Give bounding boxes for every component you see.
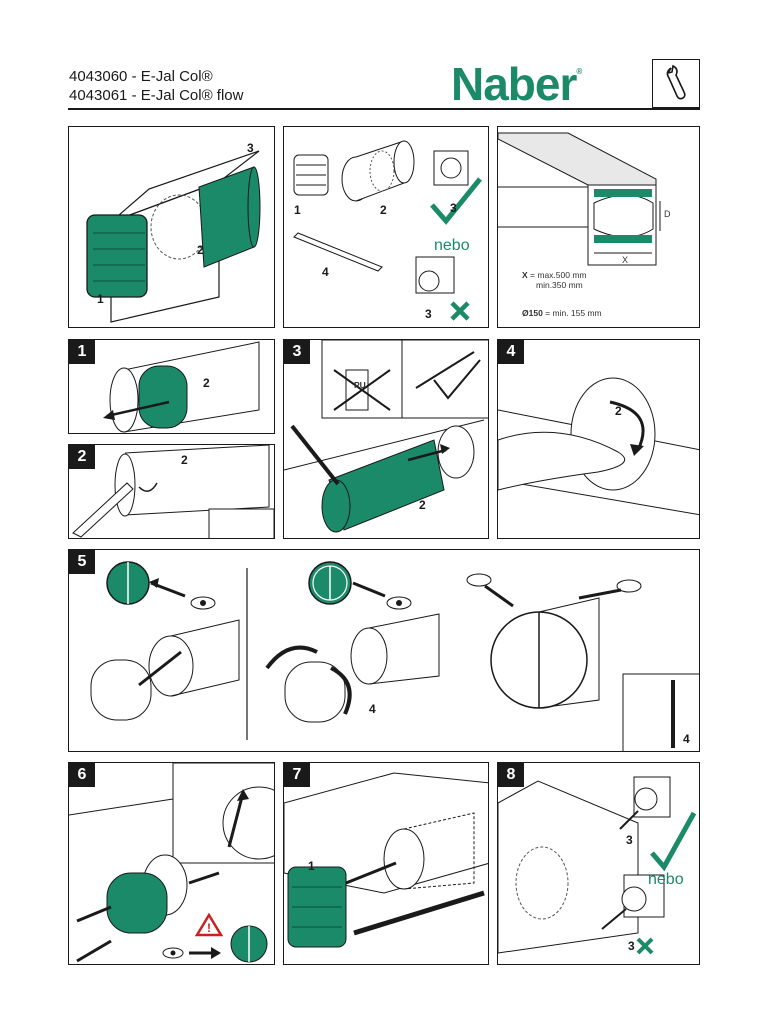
part-label: 2 xyxy=(181,453,188,467)
part-label: 3 xyxy=(626,833,633,847)
panel-step-5: 5 4 4 xyxy=(68,549,700,752)
part-label: 2 xyxy=(197,243,204,257)
part-label: 2 xyxy=(203,376,210,390)
or-label: nebo xyxy=(434,237,470,255)
dim-x: X xyxy=(622,255,628,265)
part-label: 3 xyxy=(247,141,254,155)
header-divider xyxy=(68,108,700,110)
dim-diameter-spec: Ø150 = min. 155 mm xyxy=(522,308,602,318)
dim-x-spec: X = max.500 mm xyxy=(522,270,587,280)
part-label: 3 xyxy=(450,201,457,215)
panel-step-3: 3 PU 2 xyxy=(283,339,489,539)
part-label: 1 xyxy=(97,292,104,306)
pu-label: PU xyxy=(354,380,366,390)
panel-step-2: 2 2 xyxy=(68,444,275,539)
part-label: 1 xyxy=(294,203,301,217)
panel-step-8: 8 3 nebo 3 xyxy=(497,762,700,965)
dim-d: D xyxy=(664,209,671,219)
part-label: 4 xyxy=(322,265,329,279)
part-label: 2 xyxy=(615,404,622,418)
or-label: nebo xyxy=(648,871,684,889)
part-label: 1 xyxy=(308,859,315,873)
dim-x-spec-min: min.350 mm xyxy=(536,280,583,290)
svg-text:!: ! xyxy=(207,921,211,935)
panel-step-1: 1 2 xyxy=(68,339,275,434)
part-label: 3 xyxy=(425,307,432,321)
panel-overview: 3 2 1 xyxy=(68,126,275,328)
naber-logo: Naber® xyxy=(451,57,581,111)
product-title-1: 4043060 - E-Jal Col® xyxy=(69,68,213,86)
product-title-2: 4043061 - E-Jal Col® flow xyxy=(69,87,243,105)
part-label: 2 xyxy=(380,203,387,217)
part-label: 2 xyxy=(419,498,426,512)
panel-step-7: 7 1 xyxy=(283,762,489,965)
panel-dimensions: D X X = max.500 mm min.350 mm Ø150 = min… xyxy=(497,126,700,328)
part-label: 3 xyxy=(628,939,635,953)
wrench-icon xyxy=(652,59,700,108)
panel-parts: 1 2 3 4 3 nebo xyxy=(283,126,489,328)
part-label: 4 xyxy=(369,702,376,716)
panel-step-4: 4 2 xyxy=(497,339,700,539)
panel-step-6: 6 ! xyxy=(68,762,275,965)
part-label: 4 xyxy=(683,732,690,746)
